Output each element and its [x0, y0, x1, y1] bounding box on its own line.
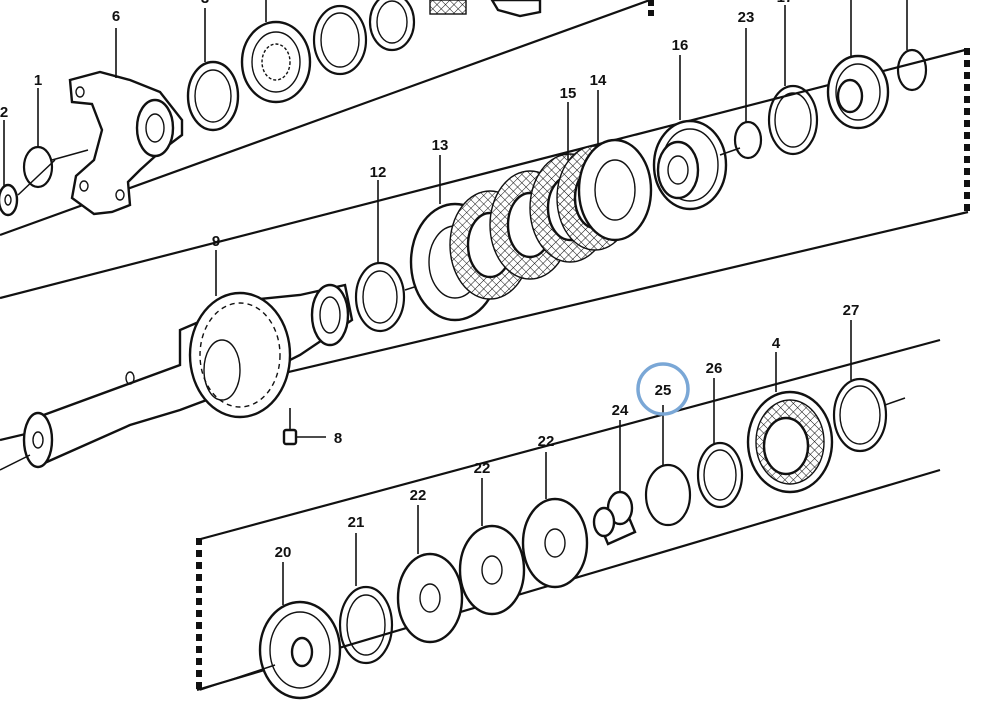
- leader-lines: [3, 0, 908, 605]
- part-17-circlip[interactable]: [767, 84, 819, 156]
- part-label-25: 25: [655, 382, 672, 399]
- part-label-17: 17: [777, 0, 794, 6]
- part-label-3: 3: [201, 0, 209, 7]
- part-24-bushing[interactable]: [592, 490, 637, 546]
- part-16-bearing[interactable]: [652, 119, 728, 211]
- part-label-20: 20: [275, 544, 292, 561]
- part-label-14: 14: [590, 72, 607, 89]
- part-label-26: 26: [706, 360, 723, 377]
- highlight-circle: [636, 362, 690, 416]
- part-13-clutch-disc-pack[interactable]: [409, 153, 611, 322]
- part-25-oring[interactable]: [644, 463, 692, 527]
- top-bearing[interactable]: [240, 20, 312, 104]
- part-label-16: 16: [672, 37, 689, 54]
- part-22-washer-c[interactable]: [521, 497, 589, 589]
- part-label-2: 2: [0, 104, 8, 121]
- part-4-roller-bearing[interactable]: [746, 390, 834, 494]
- part-label-22-a: 22: [410, 487, 427, 504]
- part-23-oring[interactable]: [733, 120, 763, 160]
- part-3-seal-ring[interactable]: [186, 60, 240, 132]
- part-2-washer[interactable]: [0, 183, 19, 217]
- part-label-22-b: 22: [474, 460, 491, 477]
- part-label-27: 27: [843, 302, 860, 319]
- part-26-circlip[interactable]: [696, 441, 744, 509]
- part-label-24: 24: [612, 402, 629, 419]
- part-label-15: 15: [560, 85, 577, 102]
- part-12-snap-ring[interactable]: [354, 261, 406, 333]
- part-label-4: 4: [772, 335, 781, 352]
- part-22-washer-b[interactable]: [458, 524, 526, 616]
- part-label-22-c: 22: [538, 433, 555, 450]
- part-label-8: 8: [334, 430, 342, 447]
- part-8-pin[interactable]: [282, 428, 298, 446]
- top-bearing-2[interactable]: [429, 0, 542, 18]
- part-label-23: 23: [738, 9, 755, 26]
- part-22-washer-a[interactable]: [396, 552, 464, 644]
- part-label-6: 6: [112, 8, 120, 25]
- part-label-13: 13: [432, 137, 449, 154]
- part-9-gear-shaft[interactable]: [22, 283, 354, 469]
- part-21-circlip[interactable]: [338, 585, 394, 665]
- part-label-9: 9: [212, 233, 220, 250]
- part-6-yoke-flange[interactable]: [68, 70, 184, 216]
- part-label-1: 1: [34, 72, 42, 89]
- right-oring[interactable]: [896, 48, 928, 92]
- part-label-12: 12: [370, 164, 387, 181]
- right-bearing[interactable]: [826, 54, 890, 130]
- part-27-snap-ring[interactable]: [832, 377, 888, 453]
- top-circlip[interactable]: [312, 4, 368, 76]
- top-ring-2[interactable]: [368, 0, 416, 52]
- part-20-bearing-race[interactable]: [258, 600, 342, 700]
- part-14-steel-disc[interactable]: [577, 138, 653, 242]
- part-label-21: 21: [348, 514, 365, 531]
